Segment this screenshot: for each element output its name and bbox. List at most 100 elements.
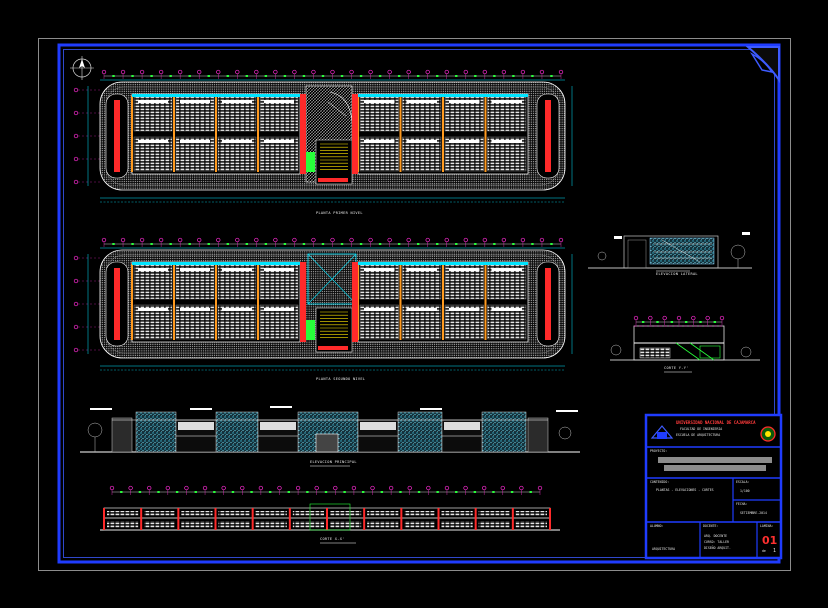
column-line [131,96,133,172]
axis-bubble [387,69,392,75]
section-column [288,508,291,530]
axis-bubble [676,315,682,321]
section-column [326,508,328,530]
axis-bubble [73,347,79,353]
column-line [173,96,175,172]
tb-sheet-of: de [762,549,766,553]
axis-bubble [216,69,221,75]
column-line [215,96,217,172]
column-line [257,96,259,172]
axis-bubble [463,485,468,491]
axis-bubble [539,69,545,75]
column-line [399,264,402,340]
tb-faculty: FACULTAD DE INGENIERIA [680,427,723,431]
axis-bubble [292,69,297,75]
section-y [610,315,760,373]
axis-bubble [482,485,487,491]
axis-bubble [425,237,430,243]
section-column [437,508,440,530]
axis-bubble [406,69,411,75]
tb-teacher-line-1: ARQ. DOCENTE [704,534,728,538]
axis-bubble [349,237,354,243]
axis-bubble [197,237,202,243]
axis-bubble [277,485,282,491]
axis-bubble [633,315,639,321]
section-column [251,508,254,530]
axis-bubble [73,133,79,139]
sheet-border [38,38,791,571]
axis-bubble [295,485,301,491]
axis-bubble [387,237,392,243]
axis-bubble [254,237,259,243]
stair-core [315,139,353,185]
section-y-caption: CORTE Y-Y' [664,366,689,370]
axis-bubble [349,69,354,75]
axis-bubble [368,69,373,75]
axis-bubble [184,485,189,491]
column-line [484,264,487,340]
axis-bubble [120,237,126,243]
section-column [549,508,551,530]
side-elevation [588,232,752,272]
column-line [442,96,444,172]
axis-bubble [662,315,667,321]
floor-plan-first-level [73,69,573,203]
tb-sheet-label: LAMINA: [760,524,774,528]
tb-student-value: ARQUITECTURA [652,547,676,551]
plan-2-caption: PLANTA SEGUNDO NIVEL [316,377,366,381]
axis-bubble [178,237,183,243]
axis-bubble [165,485,170,491]
tb-sheet-total: 1 [773,548,777,554]
axis-bubble [330,237,335,243]
axis-bubble [73,87,79,93]
axis-bubble [202,485,208,491]
tb-date-value: SETIEMBRE-2014 [740,511,767,515]
section-column [474,508,477,530]
axis-bubble [520,69,526,75]
axis-bubble [501,237,507,243]
axis-bubble [128,485,133,491]
axis-bubble [158,237,164,243]
axis-bubble [139,237,145,243]
axis-bubble [558,237,564,243]
axis-bubble [73,156,79,162]
axis-bubble [240,485,245,491]
column-line [257,264,259,340]
axis-bubble [500,485,505,491]
column-line [399,96,402,172]
floor-plan-second-level [73,237,573,371]
axis-bubble [368,237,373,243]
axis-bubble [537,485,543,491]
main-elevation [80,406,580,467]
tb-teacher-line-3: DISEÑO ARQUIT. [704,546,731,550]
axis-bubble [109,485,115,491]
axis-bubble [463,237,468,243]
column-line [484,96,487,172]
axis-bubble [273,69,278,75]
level-tag [90,408,112,410]
stone-cladding-panel [135,411,177,453]
university-logo-icon [650,425,674,439]
tb-scale-value: 1/100 [740,489,750,493]
tb-content-label: CONTENIDO: [650,480,670,484]
axis-bubble [235,69,240,75]
axis-bubble [221,485,226,491]
axis-bubble [254,69,259,75]
level-tag [556,410,578,412]
stair-core [315,307,353,353]
section-x [100,485,560,544]
column-line [173,264,175,340]
axis-bubble [197,69,202,75]
tb-scale-label: ESCALA: [736,480,750,484]
axis-bubble [426,485,431,491]
section-column [363,508,366,530]
title-block [644,413,783,560]
column-line [215,264,217,340]
axis-bubble [501,69,507,75]
axis-bubble [73,179,79,185]
axis-bubble [120,69,126,75]
axis-bubble [648,315,653,321]
tb-project-label: PROYECTO: [650,449,668,453]
tb-school: ESCUELA DE ARQUITECTURA [676,433,721,437]
